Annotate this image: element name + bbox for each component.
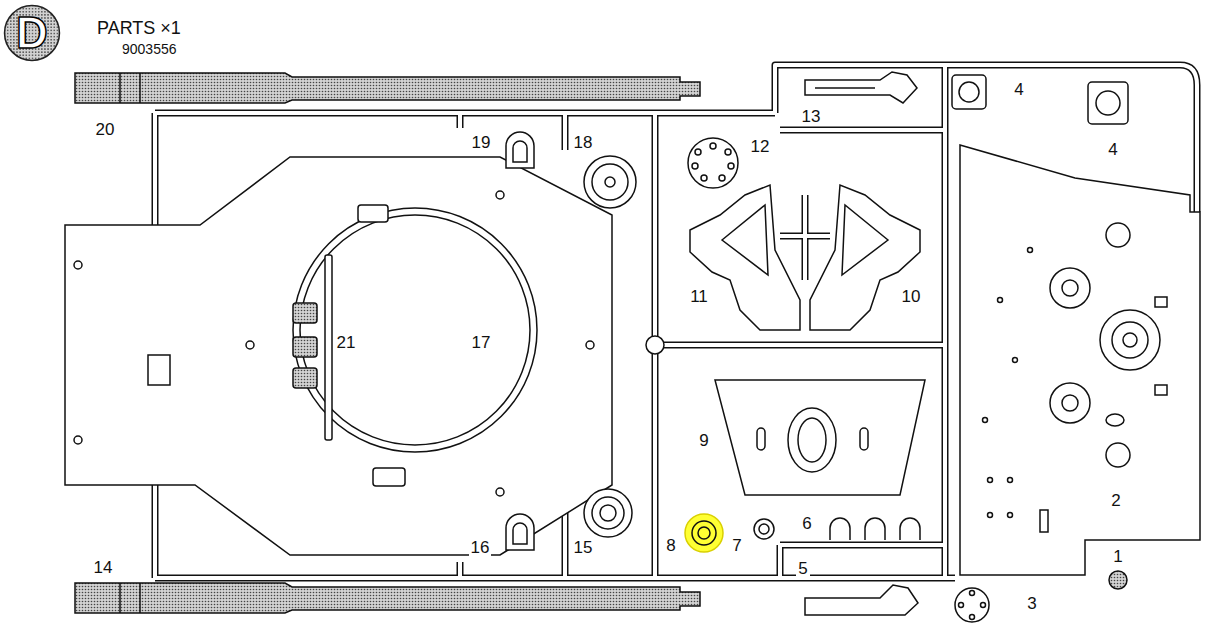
sheet-caption: 9003556 <box>120 42 179 57</box>
part-number: 7 <box>730 537 743 556</box>
part-number: 9 <box>697 432 710 451</box>
part-number: 19 <box>470 134 493 153</box>
part-number: 21 <box>335 334 358 353</box>
part-number: 8 <box>664 537 677 556</box>
part-number: 4 <box>1106 141 1119 160</box>
part-number: 1 <box>1111 548 1124 567</box>
part-number: 10 <box>900 288 923 307</box>
part-number: 2 <box>1109 492 1122 511</box>
part-number: 11 <box>688 288 710 307</box>
part-number: 5 <box>796 560 809 579</box>
sprue-letter: D <box>3 4 61 62</box>
part-number: 17 <box>470 334 493 353</box>
part-number: 3 <box>1025 595 1038 614</box>
part-number: 20 <box>94 121 117 140</box>
sheet-caption: PARTS ×1 <box>95 19 183 39</box>
part-number: 14 <box>92 559 115 578</box>
part-number: 18 <box>572 134 595 153</box>
part-number: 12 <box>749 138 772 157</box>
part-number: 16 <box>469 539 492 558</box>
sprue-letter-badge: D <box>3 4 61 62</box>
part-number: 4 <box>1012 81 1025 100</box>
part-number: 13 <box>800 108 823 127</box>
part-number: 15 <box>572 539 595 558</box>
part-number: 6 <box>800 515 813 534</box>
